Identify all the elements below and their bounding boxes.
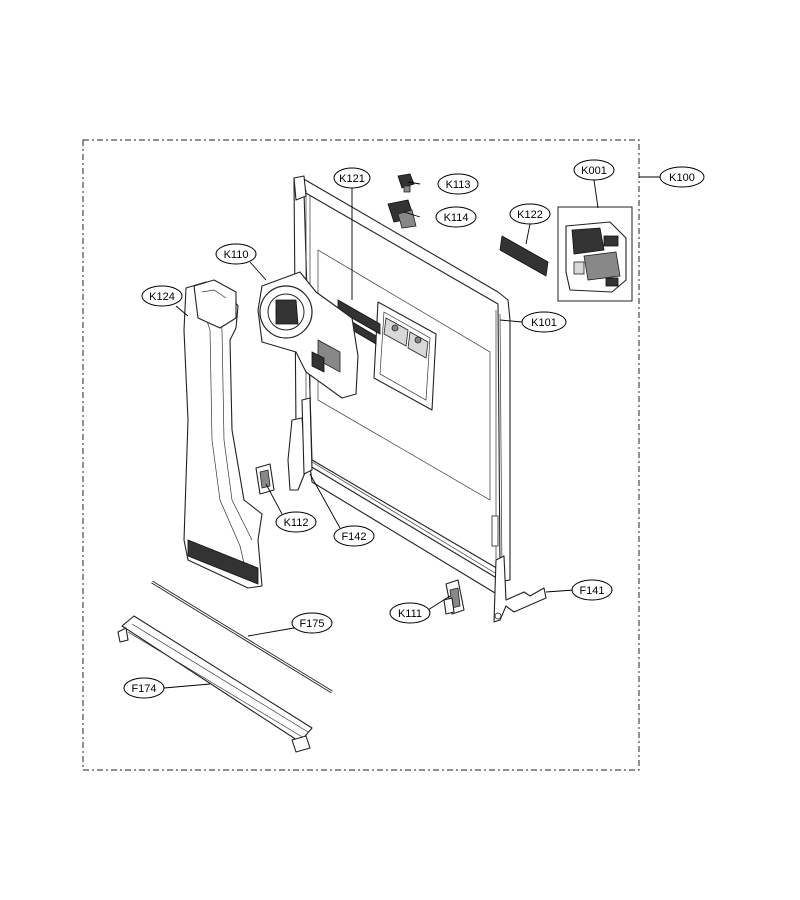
label-k114-text: K114 (444, 212, 469, 224)
clip-k113 (397, 173, 415, 193)
label-f141: F141 (571, 579, 613, 601)
side-cover-k124 (183, 279, 263, 589)
label-k001: K001 (573, 159, 615, 181)
label-f142-text: F142 (341, 531, 366, 543)
label-f175: F175 (291, 612, 333, 634)
rod-f175 (151, 580, 333, 694)
label-f174-text: F174 (131, 683, 156, 695)
label-k124: K124 (141, 285, 183, 307)
bottom-rail-f174 (117, 615, 313, 753)
label-k110-text: K110 (224, 249, 249, 261)
leader-lines (163, 176, 660, 689)
control-board-k001 (565, 221, 627, 293)
label-k001-text: K001 (581, 165, 607, 177)
label-k101-text: K101 (531, 317, 557, 329)
label-k101: K101 (521, 311, 567, 333)
control-window (373, 301, 437, 411)
assembly-boundary (82, 139, 640, 771)
label-f141-text: F141 (579, 585, 604, 597)
label-k100: K100 (659, 166, 705, 188)
dispenser-k110 (257, 271, 359, 399)
label-k112: K112 (275, 511, 317, 533)
label-k124-text: K124 (149, 291, 175, 303)
label-k100-text: K100 (669, 172, 695, 184)
label-f174: F174 (123, 677, 165, 699)
label-f175-text: F175 (299, 618, 324, 630)
label-k121-text: K121 (339, 173, 365, 185)
vent-grille-k122 (499, 235, 549, 277)
label-k121: K121 (333, 167, 371, 189)
label-k113: K113 (437, 173, 479, 195)
label-k111: K111 (389, 602, 431, 624)
label-k114: K114 (435, 206, 477, 228)
label-k122: K122 (509, 203, 551, 225)
bracket-k112 (255, 463, 275, 495)
label-k110: K110 (215, 243, 257, 265)
label-k111-text: K111 (398, 608, 422, 620)
label-k122-text: K122 (517, 209, 543, 221)
label-k113-text: K113 (446, 179, 471, 191)
label-f142: F142 (333, 525, 375, 547)
label-k112-text: K112 (284, 517, 309, 529)
bracket-k111 (443, 579, 465, 615)
